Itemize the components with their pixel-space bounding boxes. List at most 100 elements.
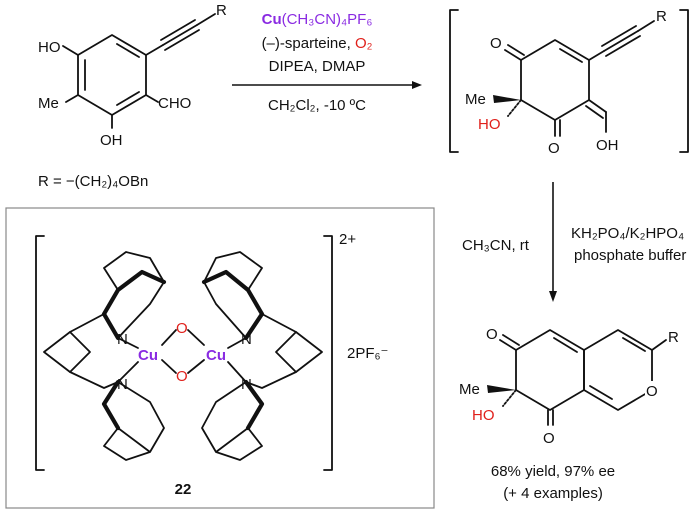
intermediate-me: Me xyxy=(465,91,486,108)
n-cu-bond xyxy=(117,361,139,383)
product-oh-hash xyxy=(502,389,517,407)
complex-n3: N xyxy=(241,331,252,348)
complex-n1: N xyxy=(117,331,128,348)
core-bond xyxy=(161,329,177,346)
core-bond xyxy=(187,359,205,374)
complex-box xyxy=(5,207,435,509)
intermediate-ring xyxy=(520,39,590,121)
intermediate-r: R xyxy=(656,8,667,25)
n-cu-bond xyxy=(117,337,139,349)
sparteine-right-ring-bottom xyxy=(201,381,263,461)
sparteine-right-bridge xyxy=(245,313,323,389)
sparteine-right-bridge-inner xyxy=(275,331,297,373)
reactant-me-bond xyxy=(65,94,79,103)
step2-arrowhead xyxy=(549,291,557,302)
reactant-ho-label: HO xyxy=(38,39,61,56)
complex-n4: N xyxy=(241,376,252,393)
intermediate-structure: O O Me HO OH R xyxy=(449,8,689,157)
intermediate-oh: OH xyxy=(596,137,619,154)
intermediate-alkyne-triple xyxy=(603,30,639,52)
intermediate-o-bottom: O xyxy=(548,140,560,157)
intermediate-me-wedge xyxy=(493,95,521,103)
product-double-bond xyxy=(622,337,646,352)
intermediate-o-top: O xyxy=(490,35,502,52)
sparteine-left-bridge-inner xyxy=(69,331,91,373)
product-right-ring xyxy=(583,329,653,411)
reactant-alkyne-triple xyxy=(162,24,198,46)
step2-left: CH₃CN, rt xyxy=(462,237,530,254)
intermediate-co-top xyxy=(504,49,522,61)
product-double-bond xyxy=(589,385,613,400)
sparteine-left-wedge-bottom xyxy=(101,379,121,431)
step2-right-2: phosphate buffer xyxy=(574,247,686,264)
step1-arrowhead xyxy=(412,81,422,89)
reactant-cho-bond xyxy=(145,94,159,103)
intermediate-oh-hash xyxy=(507,99,522,117)
sparteine-left-ring-bottom xyxy=(103,381,165,461)
sparteine-left-bridge xyxy=(43,313,119,389)
copper-complex: 2+ 2PF₆⁻ O O Cu Cu N N xyxy=(5,207,435,509)
reactant-r-definition: R = −(CH₂)₄OBn xyxy=(38,173,148,190)
product-double-bond xyxy=(553,337,578,353)
intermediate-exo-double-2 xyxy=(585,105,604,119)
reactant-oh-label: OH xyxy=(100,132,123,149)
complex-counterion: 2PF₆⁻ xyxy=(347,345,388,362)
complex-charge: 2+ xyxy=(339,231,356,248)
intermediate-bracket-right xyxy=(679,9,689,153)
complex-o-top: O xyxy=(176,320,188,337)
intermediate-co-top-2 xyxy=(507,44,525,56)
step1-conditions: CH₂Cl₂, -10 ºC xyxy=(268,97,366,114)
reactant-aromatic-bond xyxy=(116,43,140,58)
product-r-bond xyxy=(651,339,667,351)
complex-label: 22 xyxy=(175,481,192,498)
product-co-top xyxy=(499,339,517,351)
product-co-top-2 xyxy=(502,334,520,346)
product-yield: 68% yield, 97% ee xyxy=(491,463,615,480)
reactant-alkyne-triple xyxy=(164,29,200,51)
reactant-alkyne-bond xyxy=(145,44,164,56)
step1-catalyst: Cu(CH₃CN)₄PF₆ xyxy=(262,11,373,28)
reactant-ring xyxy=(77,34,147,116)
core-bond xyxy=(187,329,205,346)
complex-o-bottom: O xyxy=(176,368,188,385)
step2-right-1: KH₂PO₄/K₂HPO₄ xyxy=(571,225,684,242)
reactant-alkyne-triple xyxy=(160,19,196,41)
product-o-bottom: O xyxy=(543,430,555,447)
intermediate-ho: HO xyxy=(478,116,501,133)
complex-bracket-right xyxy=(323,235,333,471)
sparteine-left: N N xyxy=(43,251,167,461)
complex-n2: N xyxy=(117,376,128,393)
product-o-top: O xyxy=(486,326,498,343)
complex-bracket-left xyxy=(35,235,45,471)
intermediate-alkyne-triple xyxy=(605,35,641,57)
reactant-cho-label: CHO xyxy=(158,95,191,112)
n-cu-bond xyxy=(227,337,247,349)
complex-cu-right: Cu xyxy=(206,347,226,364)
product-examples: (+ 4 examples) xyxy=(503,485,603,502)
sparteine-right: N N xyxy=(201,251,323,461)
core-bond xyxy=(161,359,177,374)
product-ho: HO xyxy=(472,407,495,424)
sparteine-right-wedge-bottom xyxy=(243,379,265,431)
reactant-ho-bond xyxy=(62,45,79,56)
n-cu-bond xyxy=(227,361,247,383)
reactant-r-bond xyxy=(196,13,216,26)
product-o-mask xyxy=(645,381,659,397)
sparteine-right-ring-top xyxy=(203,251,263,339)
product-left-ring xyxy=(515,329,585,411)
step1: Cu(CH₃CN)₄PF₆ (–)-sparteine, O₂ DIPEA, D… xyxy=(232,11,422,114)
reactant-aromatic-bond xyxy=(116,91,140,106)
intermediate-exo-double xyxy=(588,99,607,113)
intermediate-r-bond xyxy=(637,20,655,32)
reactant-structure: HO Me OH CHO R R = −(CH₂)₄OBn xyxy=(38,2,227,190)
intermediate-alkyne-bond xyxy=(588,50,605,61)
sparteine-left-ring-top xyxy=(103,251,165,339)
intermediate-alkyne-triple xyxy=(601,25,637,47)
intermediate-bracket-left xyxy=(449,9,459,153)
intermediate-double-bond xyxy=(559,48,583,63)
product-me-wedge xyxy=(487,385,516,393)
step1-ligand: (–)-sparteine, O₂ xyxy=(262,35,373,52)
reactant-r-label: R xyxy=(216,2,227,19)
